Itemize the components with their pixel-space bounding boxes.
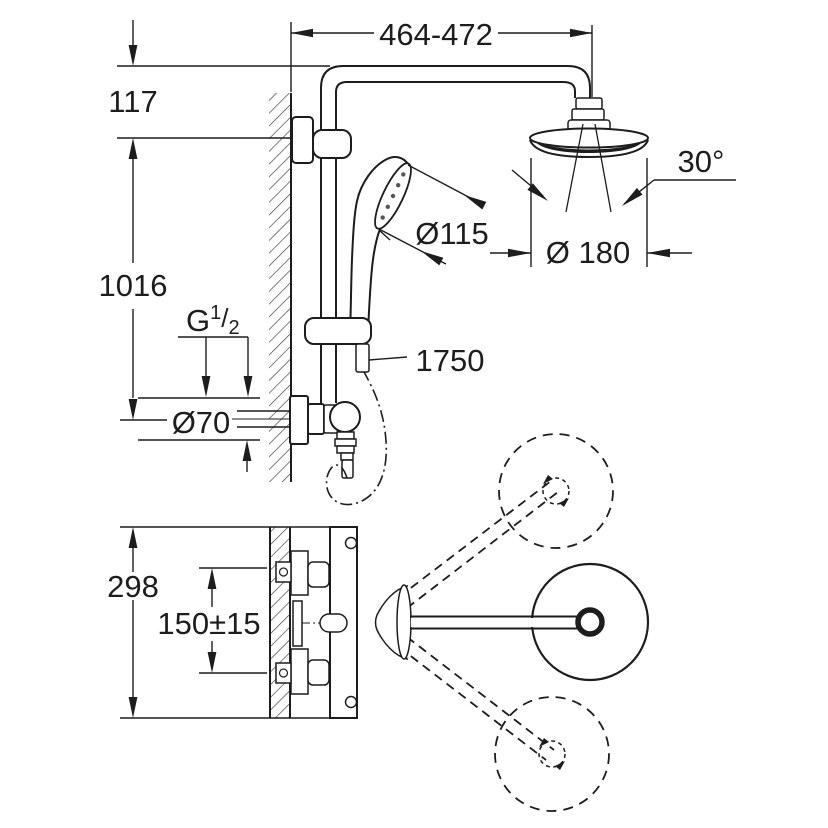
dimension-valve-height: 298 [107,526,332,719]
dim-label-inlet-spacing: 150±15 [157,606,260,641]
dimension-head-shower: Ø 180 [490,158,692,270]
swivel-line [594,123,612,213]
head-shower [529,97,649,213]
dim-label-swivel-angle: 30° [678,144,725,179]
cartridge-column [292,600,303,647]
dimensions: 464-472 117 1016 G1/2 [99,17,736,719]
thermostat-valve-side [232,395,361,479]
head-position-alt-lower [494,696,610,812]
swivel-arm-dashed [398,646,547,761]
dim-label-hose-length: 1750 [416,343,485,378]
dimension-inlet-spacing: 150±15 [157,567,267,674]
hose-outlet [355,343,370,373]
dim-label-head-shower: Ø 180 [546,235,630,270]
head-connector [575,97,603,110]
dimension-swivel-angle: 30° [511,144,736,206]
diverter-stub [319,613,348,633]
arm-joint-ring [575,607,605,637]
wall-hatch [270,527,290,718]
dim-label-117: 117 [108,84,157,119]
wall-flange [289,395,309,445]
rotation-arrow-icon [542,474,570,508]
inlet-union-upper [290,550,309,596]
head-position-alt-upper [498,433,614,549]
shower-hose [325,371,388,506]
rotation-arrow-icon [538,737,566,771]
wall-section-upper [269,93,292,482]
top-view [275,433,650,812]
slide-holder [304,317,372,373]
inlet-union-lower [290,648,309,695]
swivel-line [565,123,584,213]
pipe-clamp [312,129,352,159]
wall-hatch [269,93,291,482]
valve-knob [329,401,361,433]
hand-shower [348,155,412,333]
dim-label-hand-shower: Ø115 [415,216,489,251]
dim-label-top-span: 464-472 [379,17,493,52]
head-shower-face [529,127,649,149]
union-nut [307,403,325,435]
dimension-117-1016: 117 1016 [99,20,330,421]
dimension-supply: Ø70 [138,397,260,472]
swivel-arm-dashed [398,480,552,598]
wall-bracket-plate [291,116,314,164]
dimension-hand-shower: Ø115 [378,164,489,266]
shower-riser-pipe [291,65,591,403]
dim-label-thread: G1/2 [186,302,240,339]
wall-section-lower [269,527,291,718]
dim-label-1016: 1016 [99,268,168,303]
dimension-hose-length: 1750 [368,343,485,378]
spray-plate [536,142,642,153]
dim-label-supply: Ø70 [172,405,231,440]
dim-label-valve-height: 298 [107,569,159,604]
dimension-top-span: 464-472 [290,17,593,97]
dimension-thread: G1/2 [178,302,253,397]
